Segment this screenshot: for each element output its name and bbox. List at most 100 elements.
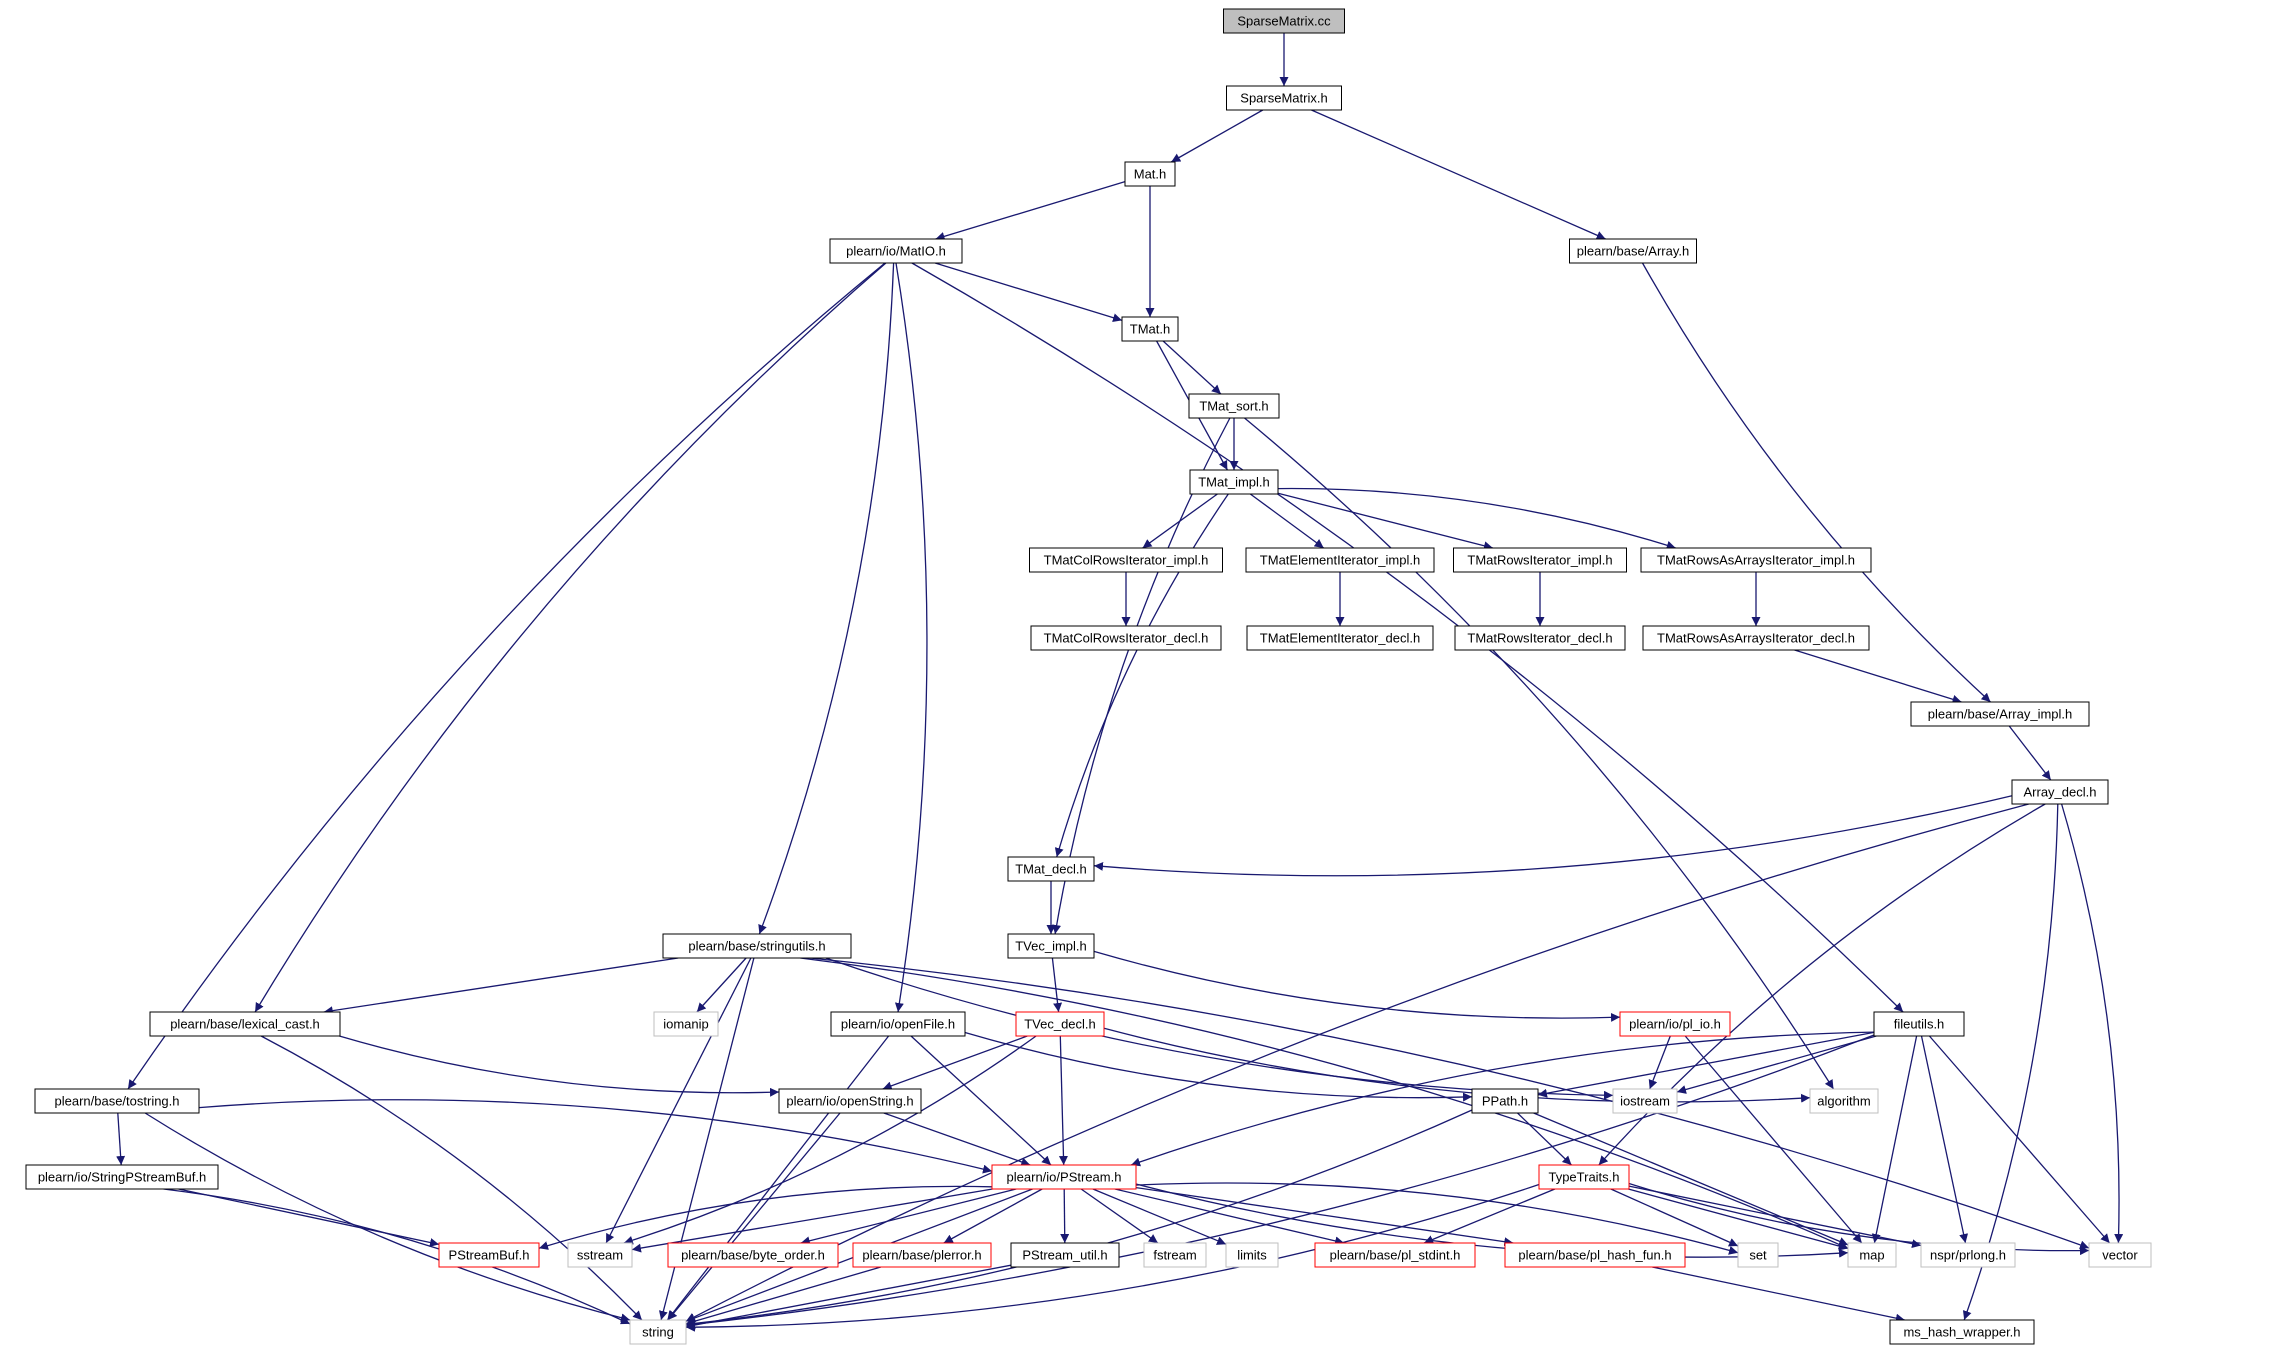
node-set[interactable]: set — [1737, 1242, 1779, 1268]
node-mat-h[interactable]: Mat.h — [1124, 161, 1176, 187]
node-box — [662, 933, 852, 959]
edge-openfile-h-to-pstream-h — [910, 1035, 1052, 1166]
node-pstream-util-h[interactable]: PStream_util.h — [1010, 1242, 1120, 1268]
edge-tmat-impl-h-to-rows-impl — [1277, 492, 1494, 551]
node-label: plearn/io/MatIO.h — [846, 244, 946, 259]
node-box — [25, 1164, 219, 1190]
node-box — [1121, 316, 1179, 342]
edge-mat-h-to-matio-h — [935, 180, 1126, 241]
edge-typetraits-h-to-string — [685, 1183, 1540, 1332]
node-tmatrowsasarraysiterator-impl-h[interactable]: TMatRowsAsArraysIterator_impl.h — [1640, 547, 1872, 573]
node-plearn-base-array-h[interactable]: plearn/base/Array.h — [1569, 238, 1697, 264]
node-box — [1225, 1242, 1279, 1268]
node-plearn-io-openstring-h[interactable]: plearn/io/openString.h — [778, 1088, 922, 1114]
node-sstream[interactable]: sstream — [567, 1242, 633, 1268]
node-fstream[interactable]: fstream — [1143, 1242, 1207, 1268]
edge-tvec-decl-h-to-sstream — [623, 1035, 1037, 1245]
node-ppath-h[interactable]: PPath.h — [1471, 1088, 1539, 1114]
edge-tmat-sort-h-to-algorithm — [1244, 417, 1835, 1090]
edge-matio-h-to-lexical-cast-h — [254, 262, 887, 1013]
node-label: iomanip — [663, 1017, 709, 1032]
node-box — [34, 1088, 200, 1114]
edge-fileutils-h-to-pstream-h — [1130, 1031, 1875, 1167]
edge-tmat-impl-h-to-tmat-decl-h — [1054, 493, 1229, 858]
node-plearn-base-tostring-h[interactable]: plearn/base/tostring.h — [34, 1088, 200, 1114]
node-plearn-io-openfile-h[interactable]: plearn/io/openFile.h — [830, 1011, 966, 1037]
node-plearn-base-pl-hash-fun-h[interactable]: plearn/base/pl_hash_fun.h — [1504, 1242, 1686, 1268]
node-tmatelementiterator-decl-h[interactable]: TMatElementIterator_decl.h — [1246, 625, 1434, 651]
node-tmatrowsasarraysiterator-decl-h[interactable]: TMatRowsAsArraysIterator_decl.h — [1642, 625, 1870, 651]
node-limits[interactable]: limits — [1225, 1242, 1279, 1268]
node-sparsematrix-h[interactable]: SparseMatrix.h — [1226, 85, 1342, 111]
node-tmatelementiterator-impl-h[interactable]: TMatElementIterator_impl.h — [1245, 547, 1435, 573]
node-label: TMatRowsAsArraysIterator_impl.h — [1657, 553, 1855, 568]
edge-matio-h-to-openfile-h — [894, 262, 928, 1013]
node-plearn-base-stringutils-h[interactable]: plearn/base/stringutils.h — [662, 933, 852, 959]
node-label: ms_hash_wrapper.h — [1903, 1325, 2020, 1340]
edge-tvec-decl-h-to-openstring-h — [882, 1035, 1028, 1091]
node-tmat-decl-h[interactable]: TMat_decl.h — [1007, 856, 1095, 882]
edge-openfile-h-to-string — [666, 1035, 890, 1321]
edge-pstream-h-to-limits — [1092, 1188, 1227, 1245]
edge-tvec-decl-h-to-algorithm — [1103, 1027, 1811, 1103]
node-algorithm[interactable]: algorithm — [1809, 1088, 1879, 1114]
node-tvec-decl-h[interactable]: TVec_decl.h — [1015, 1011, 1105, 1037]
node-iostream[interactable]: iostream — [1612, 1088, 1678, 1114]
node-tmat-h[interactable]: TMat.h — [1121, 316, 1179, 342]
node-box — [1007, 933, 1095, 959]
node-tmat-impl-h[interactable]: TMat_impl.h — [1189, 469, 1279, 495]
node-box — [1504, 1242, 1686, 1268]
node-label: plearn/base/Array.h — [1577, 244, 1690, 259]
node-label: TMatColRowsIterator_impl.h — [1044, 553, 1209, 568]
edge-ppath-h-to-typetraits-h — [1517, 1112, 1572, 1166]
node-box — [2088, 1242, 2152, 1268]
node-iomanip[interactable]: iomanip — [653, 1011, 719, 1037]
node-array-decl-h[interactable]: Array_decl.h — [2011, 779, 2109, 805]
node-tmatrowsiterator-decl-h[interactable]: TMatRowsIterator_decl.h — [1454, 625, 1626, 651]
node-label: PStreamBuf.h — [449, 1248, 530, 1263]
node-vector[interactable]: vector — [2088, 1242, 2152, 1268]
node-box — [1569, 238, 1697, 264]
node-tmatrowsiterator-impl-h[interactable]: TMatRowsIterator_impl.h — [1453, 547, 1627, 573]
node-plearn-base-array-impl-h[interactable]: plearn/base/Array_impl.h — [1910, 701, 2090, 727]
edge-stringutils-h-to-sstream — [605, 957, 752, 1244]
edge-array-decl-h-to-vector — [2060, 803, 2124, 1244]
node-tmatcolrowsiterator-decl-h[interactable]: TMatColRowsIterator_decl.h — [1030, 625, 1222, 651]
node-label: nspr/prlong.h — [1930, 1248, 2006, 1263]
edge-openfile-h-to-ppath-h — [964, 1031, 1473, 1102]
node-tmatcolrowsiterator-impl-h[interactable]: TMatColRowsIterator_impl.h — [1029, 547, 1223, 573]
node-sparsematrix-cc[interactable]: SparseMatrix.cc — [1223, 8, 1345, 34]
node-box — [852, 1242, 992, 1268]
node-plearn-base-plerror-h[interactable]: plearn/base/plerror.h — [852, 1242, 992, 1268]
node-tmat-sort-h[interactable]: TMat_sort.h — [1188, 393, 1280, 419]
node-typetraits-h[interactable]: TypeTraits.h — [1538, 1164, 1630, 1190]
node-plearn-io-stringpstreambuf-h[interactable]: plearn/io/StringPStreamBuf.h — [25, 1164, 219, 1190]
node-pstreambuf-h[interactable]: PStreamBuf.h — [438, 1242, 540, 1268]
node-plearn-base-pl-stdint-h[interactable]: plearn/base/pl_stdint.h — [1314, 1242, 1476, 1268]
node-plearn-base-byte-order-h[interactable]: plearn/base/byte_order.h — [667, 1242, 839, 1268]
edge-fileutils-h-to-string — [685, 1034, 1875, 1329]
node-box — [1920, 1242, 2016, 1268]
node-label: PPath.h — [1482, 1094, 1528, 1109]
edge-stringutils-h-to-map — [800, 957, 1849, 1249]
node-ms-hash-wrapper-h[interactable]: ms_hash_wrapper.h — [1889, 1319, 2035, 1345]
edge-rowsasarrays-decl-to-array-impl-h — [1794, 649, 1962, 704]
node-box — [567, 1242, 633, 1268]
node-tvec-impl-h[interactable]: TVec_impl.h — [1007, 933, 1095, 959]
edge-array-impl-h-to-array-decl-h — [2008, 725, 2052, 781]
edge-openstring-h-to-string — [667, 1112, 841, 1321]
node-plearn-io-matio-h[interactable]: plearn/io/MatIO.h — [829, 238, 963, 264]
edge-sparsematrix-h-to-mat-h — [1170, 109, 1264, 163]
node-map[interactable]: map — [1847, 1242, 1897, 1268]
edge-tostring-h-to-stringpstreambuf-h — [116, 1112, 126, 1166]
node-string[interactable]: string — [629, 1319, 687, 1345]
node-plearn-io-pstream-h[interactable]: plearn/io/PStream.h — [991, 1164, 1137, 1190]
node-plearn-io-pl-io-h[interactable]: plearn/io/pl_io.h — [1619, 1011, 1731, 1037]
node-box — [1737, 1242, 1779, 1268]
node-fileutils-h[interactable]: fileutils.h — [1873, 1011, 1965, 1037]
node-label: TMatElementIterator_impl.h — [1260, 553, 1420, 568]
node-nspr-prlong-h[interactable]: nspr/prlong.h — [1920, 1242, 2016, 1268]
edge-lexical-cast-h-to-string — [260, 1035, 643, 1321]
node-plearn-base-lexical-cast-h[interactable]: plearn/base/lexical_cast.h — [149, 1011, 341, 1037]
